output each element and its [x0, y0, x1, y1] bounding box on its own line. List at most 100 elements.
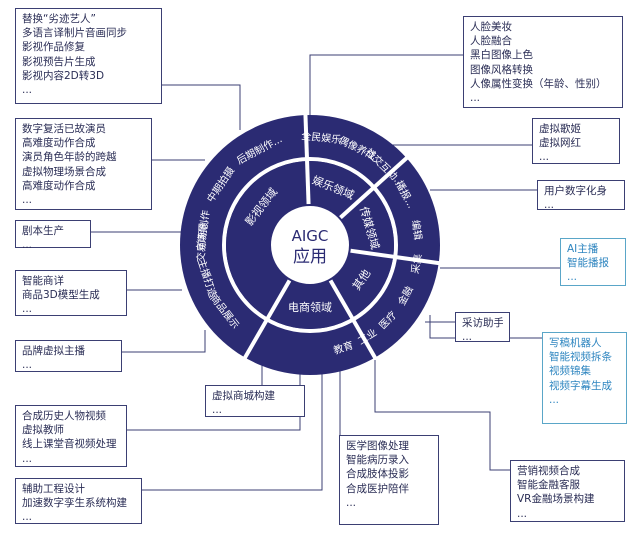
outer-ring-dividers [242, 114, 441, 360]
center-subtitle: 应用 [293, 247, 327, 267]
outer-label: 交易场景... [194, 212, 210, 262]
box-line: 黑白图像上色 [470, 49, 533, 62]
box-line: 虚拟物理场景合成 [22, 165, 106, 178]
connector-ecom-host [120, 330, 206, 353]
box-industry: 辅助工程设计加速数字孪生系统构建... [15, 478, 142, 524]
inner-divider [349, 248, 395, 259]
box-line: 高难度动作合成 [22, 179, 96, 192]
outer-divider [242, 318, 269, 360]
outer-divider [303, 114, 309, 160]
box-line: 剧本生产 [22, 225, 64, 237]
box-line: ... [549, 393, 560, 406]
box-line: ... [22, 239, 33, 252]
box-film-script: 剧本生产... [15, 220, 91, 251]
box-line: 用户数字化身 [544, 185, 607, 197]
box-line: 合成医护陪伴 [346, 482, 409, 495]
outer-label: 编辑 [409, 219, 425, 241]
connector-ent-fun [309, 54, 463, 125]
box-line: 写稿机器人 [549, 337, 602, 349]
box-line: 营销视频合成 [517, 465, 580, 477]
box-ecom-scene: 虚拟商城构建... [205, 385, 305, 417]
box-line: 采访助手 [462, 317, 503, 329]
box-line: 替换“劣迹艺人” [22, 13, 96, 25]
box-line: ... [567, 271, 578, 284]
box-line: ... [539, 151, 550, 164]
box-ent-fun: 人脸美妆人脸融合黑白图像上色图像风格转换人像属性变换（年龄、性别）... [463, 16, 623, 108]
box-line: ... [346, 496, 357, 509]
box-line: ... [22, 194, 33, 207]
box-film-post: 替换“劣迹艺人” 多语言译制片音画同步影视作品修复影视预告片生成影视内容2D转3D… [15, 8, 162, 104]
box-line: ... [22, 84, 33, 97]
box-line: ... [22, 359, 33, 372]
box-line: 虚拟教师 [22, 424, 64, 437]
outer-label: 全民娱乐 [301, 129, 342, 146]
wheel-ring-gap [222, 157, 398, 333]
box-film-shoot: 数字复活已故演员高难度动作合成演员角色年龄的跨越虚拟物理场景合成高难度动作合成.… [15, 118, 152, 210]
box-line: 辅助工程设计 [22, 483, 85, 495]
box-line: ... [22, 452, 33, 465]
box-ecom-host: 品牌虚拟主播... [15, 340, 122, 372]
box-line: 智能视频拆条 [549, 351, 612, 364]
inner-divider [338, 186, 375, 220]
box-ent-social: 用户数字化身... [537, 180, 625, 212]
box-line: ... [517, 507, 528, 520]
box-media-collect: 采访助手... [455, 312, 510, 344]
box-line: 影视预告片生成 [22, 55, 96, 68]
box-line: 线上课堂音视频处理 [22, 438, 117, 451]
outer-label: 采集 [408, 253, 424, 275]
inner-divider [328, 278, 355, 320]
connector-film-post [160, 84, 241, 130]
box-line: ... [462, 331, 473, 344]
outer-divider [394, 254, 441, 266]
box-line: 多语言译制片音画同步 [22, 27, 127, 40]
box-line: 智能病历录入 [346, 454, 409, 467]
box-line: 视频字幕生成 [549, 379, 612, 392]
box-line: 加速数字孪生系统构建 [22, 497, 127, 510]
connector-industry [140, 370, 323, 491]
box-line: AI主播 [567, 243, 599, 255]
center-title: AIGC [292, 227, 329, 245]
wheel-center-disc [269, 204, 351, 286]
box-line: 虚拟歌姬 [539, 123, 581, 135]
box-line: 高难度动作合成 [22, 137, 96, 150]
box-line: 人脸美妆 [470, 21, 512, 33]
inner-divider [265, 278, 292, 320]
box-line: 商品3D模型生成 [22, 289, 100, 302]
box-line: 影视内容2D转3D [22, 69, 105, 82]
inner-divider [305, 159, 311, 206]
outer-divider [351, 318, 378, 360]
inner-label: 电商领域 [288, 300, 332, 314]
outer-divider [372, 155, 409, 189]
box-media-broadcast: AI主播智能播报... [560, 238, 626, 286]
box-line: 数字复活已故演员 [22, 123, 106, 135]
box-line: 合成肢体投影 [346, 468, 409, 481]
box-line: 医学图像处理 [346, 440, 409, 452]
box-education: 合成历史人物视频虚拟教师线上课堂音视频处理... [15, 405, 127, 467]
box-media-edit: 写稿机器人智能视频拆条视频锦集视频字幕生成... [542, 332, 627, 424]
box-line: 品牌虚拟主播 [22, 345, 85, 357]
box-line: 合成历史人物视频 [22, 410, 106, 422]
box-line: 图像风格转换 [470, 63, 533, 76]
box-line: 智能商详 [22, 275, 64, 287]
box-line: ... [22, 511, 33, 524]
box-ent-idol: 虚拟歌姬虚拟网红... [532, 118, 620, 164]
box-line: VR金融场景构建 [517, 493, 595, 506]
box-line: 智能播报 [567, 257, 609, 270]
box-ecom-display: 智能商详商品3D模型生成... [15, 270, 127, 316]
inner-ring-dividers [265, 159, 395, 320]
box-line: 人像属性变换（年龄、性别） [470, 77, 607, 90]
box-line: ... [212, 404, 223, 417]
box-line: 人脸融合 [470, 35, 512, 48]
box-medical: 医学图像处理智能病历录入合成肢体投影合成医护陪伴... [339, 435, 439, 525]
box-line: 影视作品修复 [22, 41, 85, 54]
box-line: ... [544, 199, 555, 212]
box-line: 智能金融客服 [517, 479, 580, 492]
box-line: 虚拟商城构建 [212, 390, 275, 402]
connector-finance [374, 360, 510, 471]
box-line: ... [470, 92, 481, 105]
box-line: 演员角色年龄的跨越 [22, 151, 117, 164]
box-line: 视频锦集 [549, 365, 591, 378]
box-line: ... [22, 303, 33, 316]
